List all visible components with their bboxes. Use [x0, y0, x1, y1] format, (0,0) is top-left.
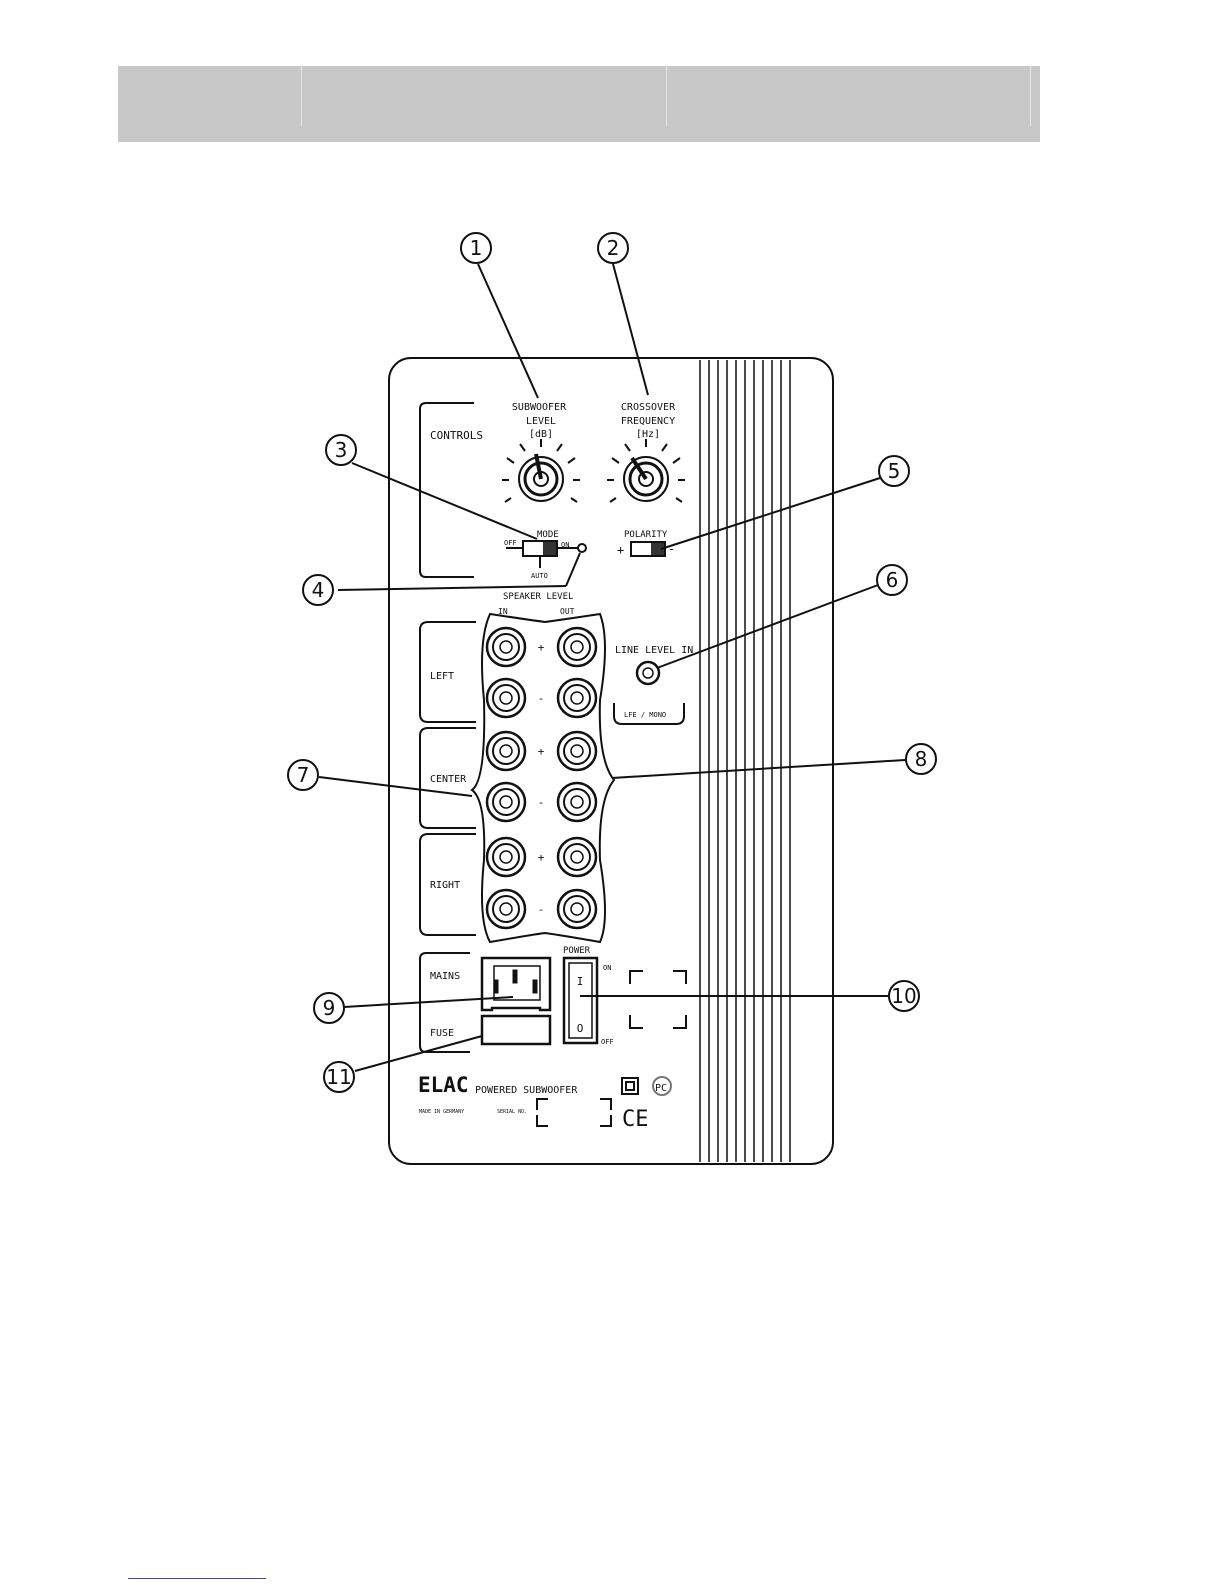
crossover-title-line2: FREQUENCY [621, 416, 675, 427]
fuse-drawer[interactable] [482, 1016, 550, 1044]
callout-8: 8 [906, 744, 936, 774]
speaker-in-terminals[interactable] [487, 628, 525, 928]
left-plus-sign: + [538, 641, 545, 654]
svg-text:2: 2 [607, 236, 620, 260]
center-minus-sign: - [538, 796, 545, 809]
callout-1: 1 [461, 233, 491, 263]
speaker-terminal-outline [472, 614, 614, 942]
callout-7: 7 [288, 760, 318, 790]
line-level-sub-label: LFE / MONO [624, 711, 666, 719]
center-channel-label: CENTER [430, 774, 467, 785]
double-insulation-icon [622, 1078, 638, 1094]
callout-9: 9 [314, 993, 344, 1023]
callout-10: 10 [889, 981, 919, 1011]
mode-off-label: OFF [504, 539, 517, 547]
center-plus-sign: + [538, 745, 545, 758]
product-name: POWERED SUBWOOFER [475, 1085, 578, 1096]
fuse-label: FUSE [430, 1028, 454, 1039]
crossover-title-line1: CROSSOVER [621, 402, 676, 413]
power-label: POWER [563, 946, 591, 956]
made-in-label: MADE IN GERMANY [419, 1109, 464, 1115]
power-o-label: O [577, 1022, 584, 1035]
right-channel-label: RIGHT [430, 880, 460, 891]
right-minus-sign: - [538, 903, 545, 916]
callout-6: 6 [877, 565, 907, 595]
polarity-plus: + [617, 543, 624, 557]
subwoofer-level-title-line1: SUBWOOFER [512, 402, 567, 413]
polarity-label: POLARITY [624, 530, 668, 540]
svg-text:1: 1 [470, 236, 483, 260]
mode-led [578, 544, 586, 552]
serial-label: SERIAL NO. [497, 1109, 527, 1115]
heatsink-fins [700, 360, 790, 1162]
mode-auto-label: AUTO [531, 572, 548, 580]
footer-rule [128, 1578, 266, 1579]
subwoofer-level-knob[interactable] [502, 439, 580, 502]
serial-corners [537, 1099, 611, 1126]
right-plus-sign: + [538, 851, 545, 864]
svg-text:3: 3 [335, 438, 348, 462]
pct-certification-icon: PC [653, 1077, 671, 1095]
power-on-label: ON [603, 964, 611, 972]
mode-on-label: ON [561, 541, 569, 549]
label-area-corners [630, 971, 686, 1028]
svg-text:8: 8 [915, 747, 928, 771]
callout-4: 4 [303, 575, 333, 605]
svg-text:5: 5 [888, 459, 901, 483]
speaker-out-label: OUT [560, 607, 575, 616]
callout-2: 2 [598, 233, 628, 263]
callout-11: 11 [324, 1062, 354, 1092]
line-level-in-label: LINE LEVEL IN [615, 645, 693, 656]
speaker-out-terminals[interactable] [558, 628, 596, 928]
svg-text:7: 7 [297, 763, 310, 787]
svg-text:4: 4 [312, 578, 325, 602]
callout-3: 3 [326, 435, 356, 465]
svg-text:9: 9 [323, 996, 336, 1020]
ce-mark: CE [622, 1107, 649, 1132]
power-i-label: I [577, 975, 584, 988]
callout-leaders [319, 264, 905, 1071]
speaker-level-label: SPEAKER LEVEL [503, 592, 573, 602]
svg-text:6: 6 [886, 568, 899, 592]
svg-text:10: 10 [891, 984, 916, 1008]
callout-5: 5 [879, 456, 909, 486]
polarity-switch[interactable] [631, 542, 665, 556]
crossover-frequency-knob[interactable] [607, 439, 685, 502]
controls-label: CONTROLS [430, 429, 483, 442]
mains-socket[interactable] [482, 958, 550, 1010]
svg-text:11: 11 [326, 1065, 351, 1089]
left-minus-sign: - [538, 692, 545, 705]
mode-label: MODE [537, 530, 559, 540]
callout-numbers: 1 2 3 4 5 6 7 8 9 10 11 [288, 233, 936, 1092]
svg-text:PC: PC [655, 1083, 667, 1094]
subwoofer-level-unit: [dB] [529, 429, 553, 440]
brand-logo-text: ELAC [418, 1073, 469, 1097]
crossover-unit: [Hz] [636, 429, 660, 440]
speaker-in-label: IN [498, 607, 508, 616]
left-channel-label: LEFT [430, 671, 454, 682]
subwoofer-level-title-line2: LEVEL [526, 416, 556, 427]
mains-label: MAINS [430, 971, 460, 982]
line-level-in-socket[interactable] [637, 662, 659, 684]
power-off-label: OFF [601, 1038, 614, 1046]
